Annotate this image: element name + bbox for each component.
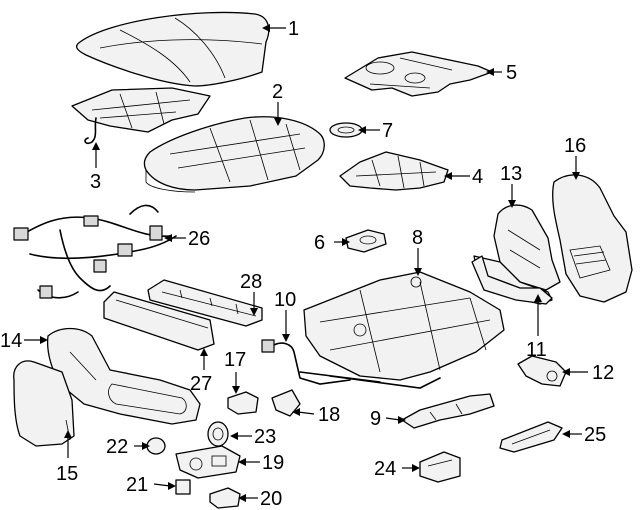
callout-7: 7 bbox=[382, 120, 393, 142]
callout-9: 9 bbox=[370, 408, 381, 430]
callout-5: 5 bbox=[506, 62, 517, 84]
leader-lines bbox=[24, 24, 588, 502]
part-18-clip bbox=[271, 389, 301, 417]
part-26-wiring-harness bbox=[13, 204, 177, 299]
callout-1: 1 bbox=[288, 18, 299, 40]
callout-19: 19 bbox=[262, 452, 284, 474]
part-7-ring bbox=[329, 122, 363, 138]
part-11-bracket bbox=[471, 255, 553, 305]
part-24-module bbox=[419, 451, 461, 483]
callout-13: 13 bbox=[500, 163, 522, 185]
part-20-cover bbox=[209, 487, 241, 509]
part-2-cushion-pad bbox=[143, 116, 325, 193]
part-6-connector bbox=[345, 229, 387, 253]
part-4-pan-assembly bbox=[339, 151, 449, 191]
part-23-knob bbox=[207, 421, 229, 447]
callout-14: 14 bbox=[0, 330, 22, 352]
callout-2: 2 bbox=[272, 81, 283, 103]
callout-24: 24 bbox=[374, 458, 396, 480]
callout-15: 15 bbox=[56, 463, 78, 485]
part-19-switch-bezel bbox=[175, 445, 241, 479]
part-25-module bbox=[499, 421, 563, 453]
part-9-support-bracket bbox=[401, 393, 495, 429]
callout-22: 22 bbox=[106, 436, 128, 458]
callout-20: 20 bbox=[260, 488, 282, 510]
part-5-cushion-plate bbox=[344, 51, 493, 97]
part-10-sensor-wire bbox=[261, 339, 351, 385]
callout-4: 4 bbox=[472, 166, 483, 188]
callout-8: 8 bbox=[412, 227, 423, 249]
callout-26: 26 bbox=[188, 228, 210, 250]
part-28-rail-cover bbox=[147, 279, 263, 327]
part-21-small-switch bbox=[175, 479, 191, 495]
part-3-heater-mat bbox=[71, 87, 211, 145]
callout-6: 6 bbox=[314, 232, 325, 254]
part-27-side-trim bbox=[103, 291, 215, 351]
callout-10: 10 bbox=[274, 289, 296, 311]
callout-16: 16 bbox=[564, 135, 586, 157]
callout-12: 12 bbox=[592, 362, 614, 384]
callout-11: 11 bbox=[526, 339, 547, 361]
callout-21: 21 bbox=[126, 474, 148, 496]
callout-23: 23 bbox=[254, 426, 276, 448]
part-1-seat-cover bbox=[75, 11, 270, 87]
part-16-seatback-panel bbox=[552, 174, 633, 303]
callout-labels: 1 5 2 7 3 4 13 16 26 6 8 28 10 11 14 27 … bbox=[0, 18, 614, 510]
part-8-adjuster-frame bbox=[299, 271, 505, 389]
callout-25: 25 bbox=[584, 424, 606, 446]
callout-17: 17 bbox=[224, 349, 246, 371]
callout-28: 28 bbox=[240, 271, 262, 293]
callout-27: 27 bbox=[190, 373, 212, 395]
part-17-switch bbox=[227, 391, 259, 415]
part-12-motor bbox=[517, 355, 567, 387]
part-14-side-shield bbox=[46, 327, 201, 425]
callout-18: 18 bbox=[318, 404, 340, 426]
callout-3: 3 bbox=[90, 171, 101, 193]
